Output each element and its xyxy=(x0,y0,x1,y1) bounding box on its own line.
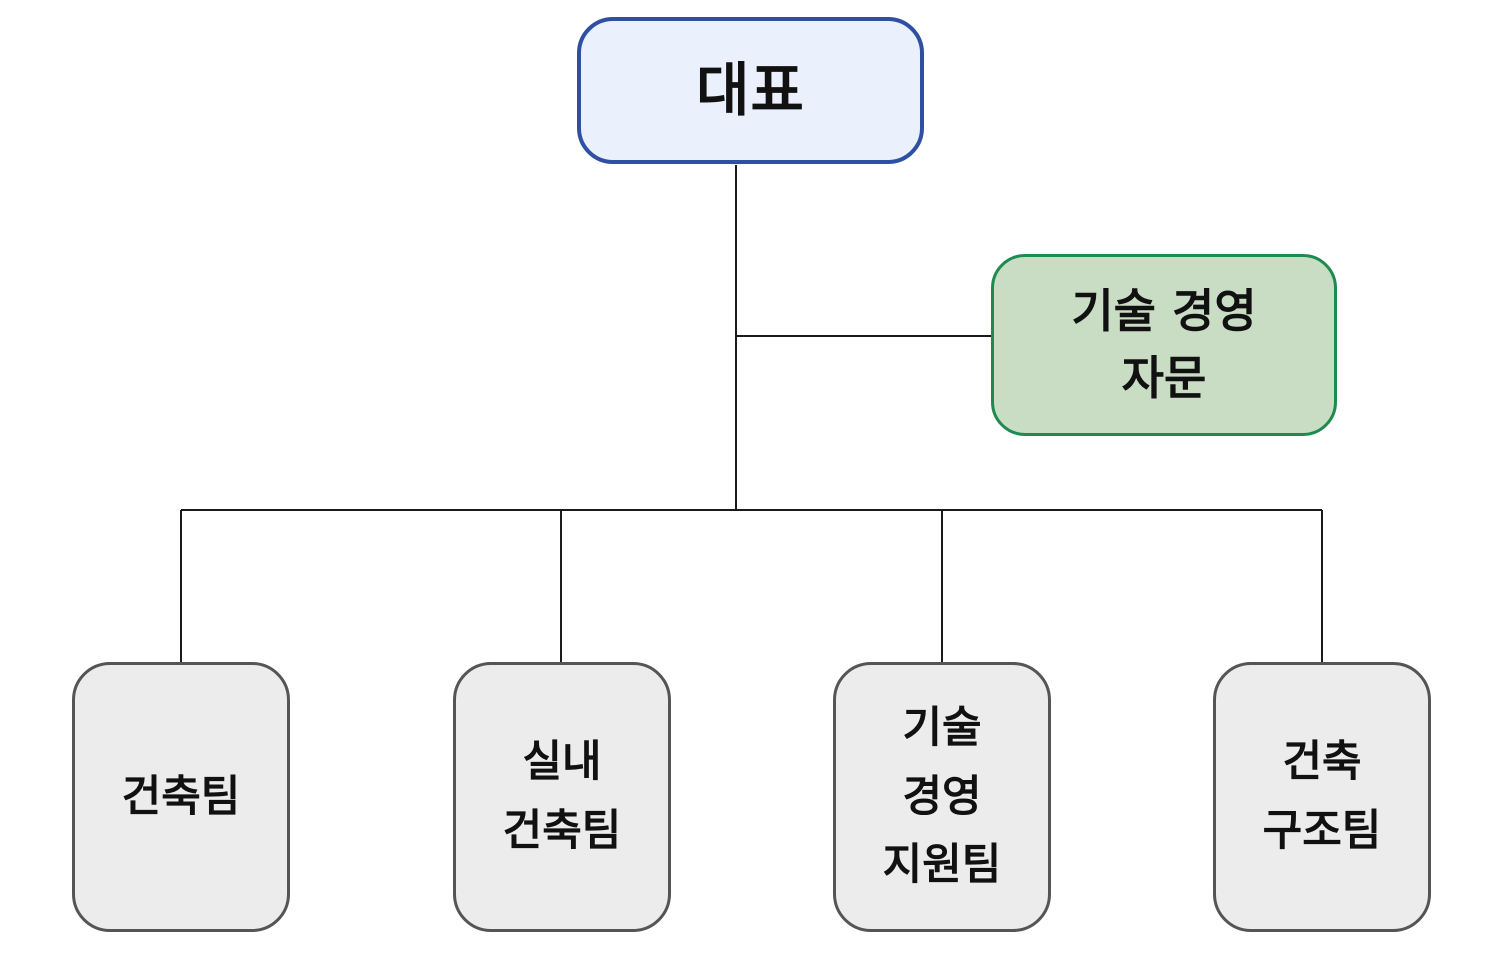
advisory-node-label: 기술 경영 자문 xyxy=(1071,284,1257,405)
team-node-label: 건축 구조팀 xyxy=(1262,737,1382,856)
team-node-interior-architecture: 실내 건축팀 xyxy=(453,662,671,932)
ceo-node-label: 대표 xyxy=(696,55,805,124)
team-node-label: 실내 건축팀 xyxy=(502,737,622,856)
ceo-node: 대표 xyxy=(577,17,924,164)
advisory-node: 기술 경영 자문 xyxy=(991,254,1337,436)
team-node-label: 건축팀 xyxy=(121,771,241,822)
team-node-structural: 건축 구조팀 xyxy=(1213,662,1431,932)
team-node-label: 기술 경영 지원팀 xyxy=(882,702,1002,891)
team-node-tech-management-support: 기술 경영 지원팀 xyxy=(833,662,1051,932)
team-node-architecture: 건축팀 xyxy=(72,662,290,932)
